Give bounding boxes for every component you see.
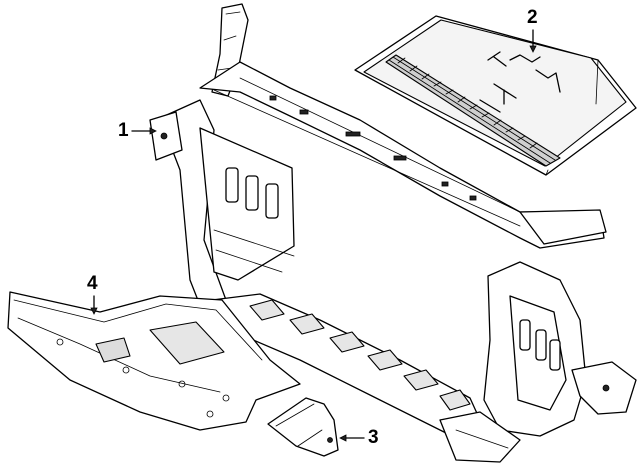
callout-3[interactable]: 3: [368, 427, 379, 448]
right-pillar-slots: [519, 319, 561, 371]
lower-member-cells: [249, 299, 471, 411]
sight-shield-part[interactable]: [354, 15, 637, 176]
callout-leaders: [90, 29, 537, 442]
radiator-support-part[interactable]: [149, 3, 637, 463]
callout-1[interactable]: 1: [118, 120, 129, 141]
splash-shield-holes: [56, 338, 230, 418]
kia-logo: [479, 51, 561, 113]
upper-member-holes: [269, 95, 477, 201]
left-pillar-slots: [225, 167, 279, 219]
grille-slats: [388, 56, 556, 164]
callout-4[interactable]: 4: [87, 273, 98, 294]
bracket-part[interactable]: [267, 397, 339, 457]
splash-shield-part[interactable]: [7, 291, 301, 431]
callout-2[interactable]: 2: [527, 7, 538, 28]
